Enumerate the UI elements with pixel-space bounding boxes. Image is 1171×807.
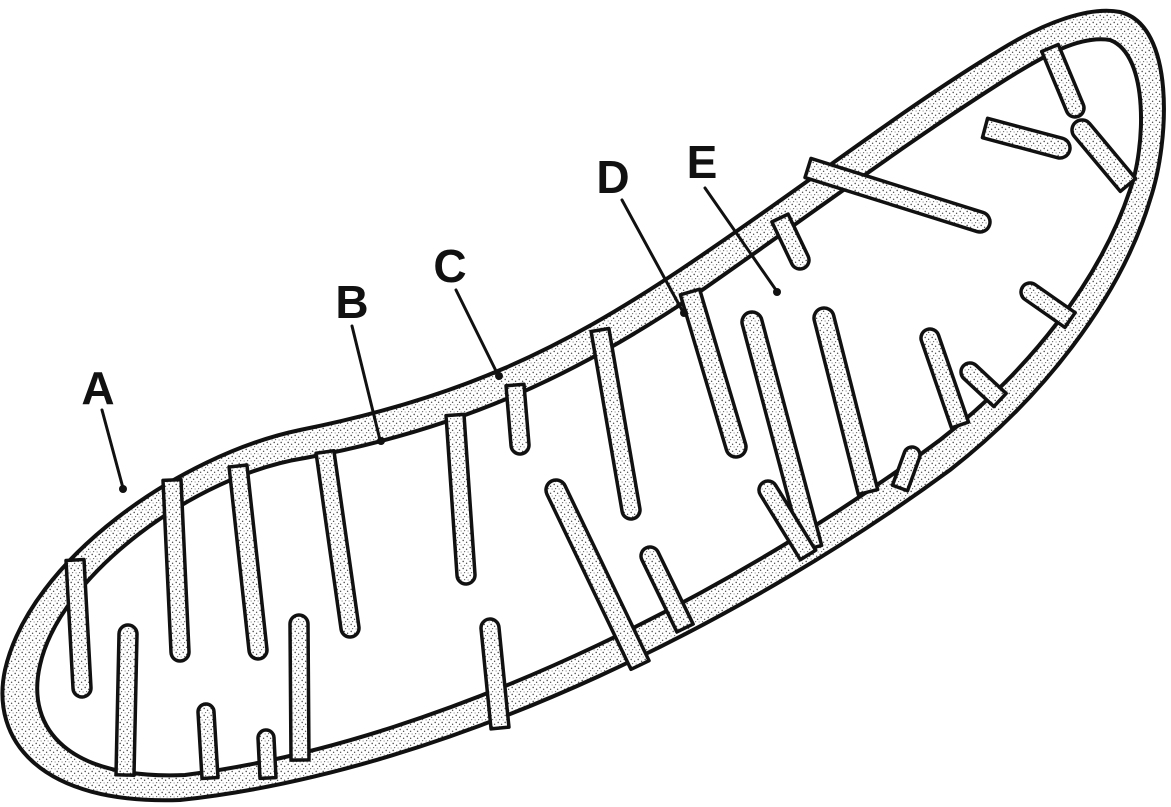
label-e: E — [687, 136, 718, 188]
crista-2 — [116, 625, 137, 775]
label-b: B — [335, 276, 368, 328]
leader-line-c — [456, 290, 498, 375]
leader-dot-b — [377, 437, 385, 445]
crista-4 — [198, 704, 218, 778]
leader-dot-c — [495, 372, 503, 380]
crista-7 — [290, 615, 309, 760]
leader-dot-e — [773, 288, 781, 296]
crista-6 — [258, 730, 276, 778]
label-c: C — [433, 240, 466, 292]
label-a: A — [81, 362, 114, 414]
crista-11 — [506, 384, 529, 454]
leader-dot-a — [119, 485, 127, 493]
label-d: D — [596, 151, 629, 203]
leader-dot-d — [680, 309, 688, 317]
leader-line-a — [102, 410, 123, 488]
